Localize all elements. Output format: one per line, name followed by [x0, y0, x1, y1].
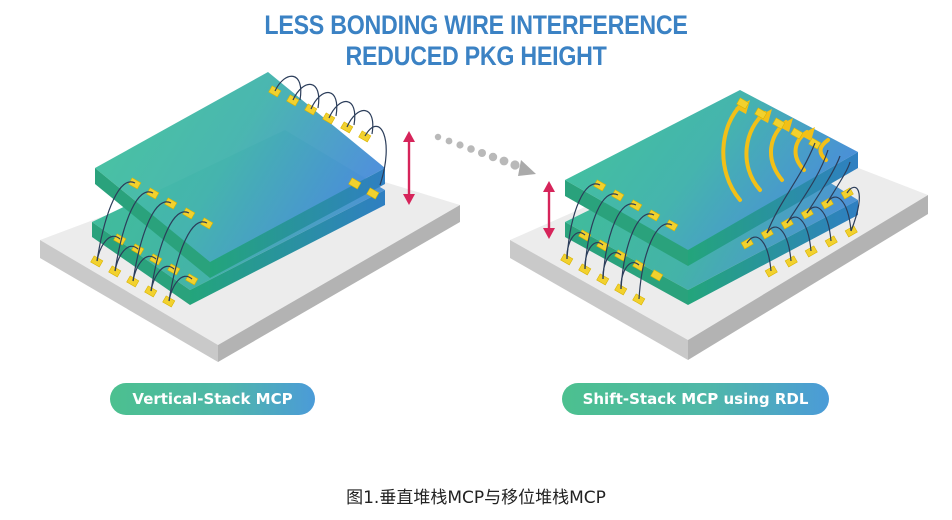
shift-stack-diagram: [510, 90, 928, 360]
shift-stack-label: Shift-Stack MCP using RDL: [562, 383, 829, 415]
substrate-side: [688, 195, 928, 360]
headline-line-1: LESS BONDING WIRE INTERFERENCE: [264, 10, 688, 40]
figure-caption: 图1.垂直堆栈MCP与移位堆栈MCP: [346, 488, 606, 508]
height-arrow-icon: [403, 131, 415, 205]
transition-arrow-icon: [434, 133, 536, 176]
vertical-stack-label: Vertical-Stack MCP: [110, 383, 315, 415]
bonding-wires: [566, 142, 860, 300]
substrate-side: [218, 205, 460, 362]
substrate-front: [510, 240, 688, 360]
substrate-front: [40, 240, 218, 362]
height-arrow-icon: [543, 181, 555, 239]
bonding-wires: [96, 75, 387, 302]
headline-line-2: REDUCED PKG HEIGHT: [345, 41, 607, 71]
vertical-stack-diagram: [40, 72, 460, 362]
